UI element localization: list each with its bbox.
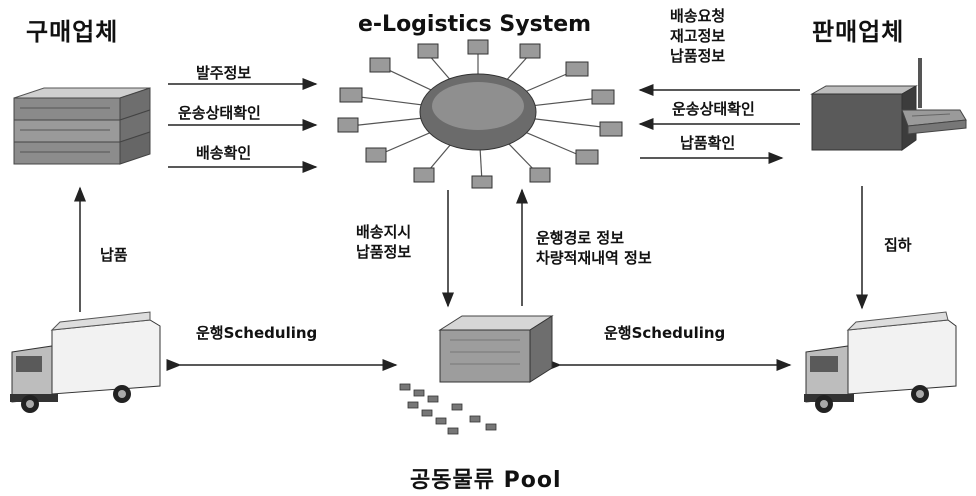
label-transport-status: 운송상태확인	[178, 104, 261, 122]
seller-title: 판매업체	[812, 18, 905, 46]
label-supply-confirm: 납품확인	[680, 134, 736, 152]
label-seller-transport-status: 운송상태확인	[672, 100, 755, 118]
label-pool-supply-info: 납품정보	[356, 243, 412, 261]
label-supply-info: 납품정보	[670, 47, 726, 65]
buyer-title: 구매업체	[26, 18, 119, 46]
label-load-info: 차량적재내역 정보	[536, 249, 652, 267]
label-pool-to-system-block: 운행경로 정보 차량적재내역 정보	[536, 228, 652, 268]
label-delivery: 납품	[100, 246, 128, 264]
label-left-scheduling: 운행Scheduling	[196, 324, 318, 342]
label-delivery-confirm: 배송확인	[196, 144, 252, 162]
label-right-scheduling: 운행Scheduling	[604, 324, 726, 342]
label-order-info: 발주정보	[196, 64, 252, 82]
label-delivery-request: 배송요청	[670, 7, 726, 25]
pool-title: 공동물류 Pool	[410, 468, 562, 493]
label-inventory-info: 재고정보	[670, 27, 726, 45]
system-title: e-Logistics System	[358, 12, 592, 37]
label-system-to-pool-block: 배송지시 납품정보	[356, 222, 411, 262]
label-route-info: 운행경로 정보	[536, 229, 625, 247]
label-pickup: 집하	[884, 236, 912, 254]
label-seller-info-block: 배송요청 재고정보 납품정보	[670, 6, 725, 66]
label-delivery-instruction: 배송지시	[356, 223, 412, 241]
